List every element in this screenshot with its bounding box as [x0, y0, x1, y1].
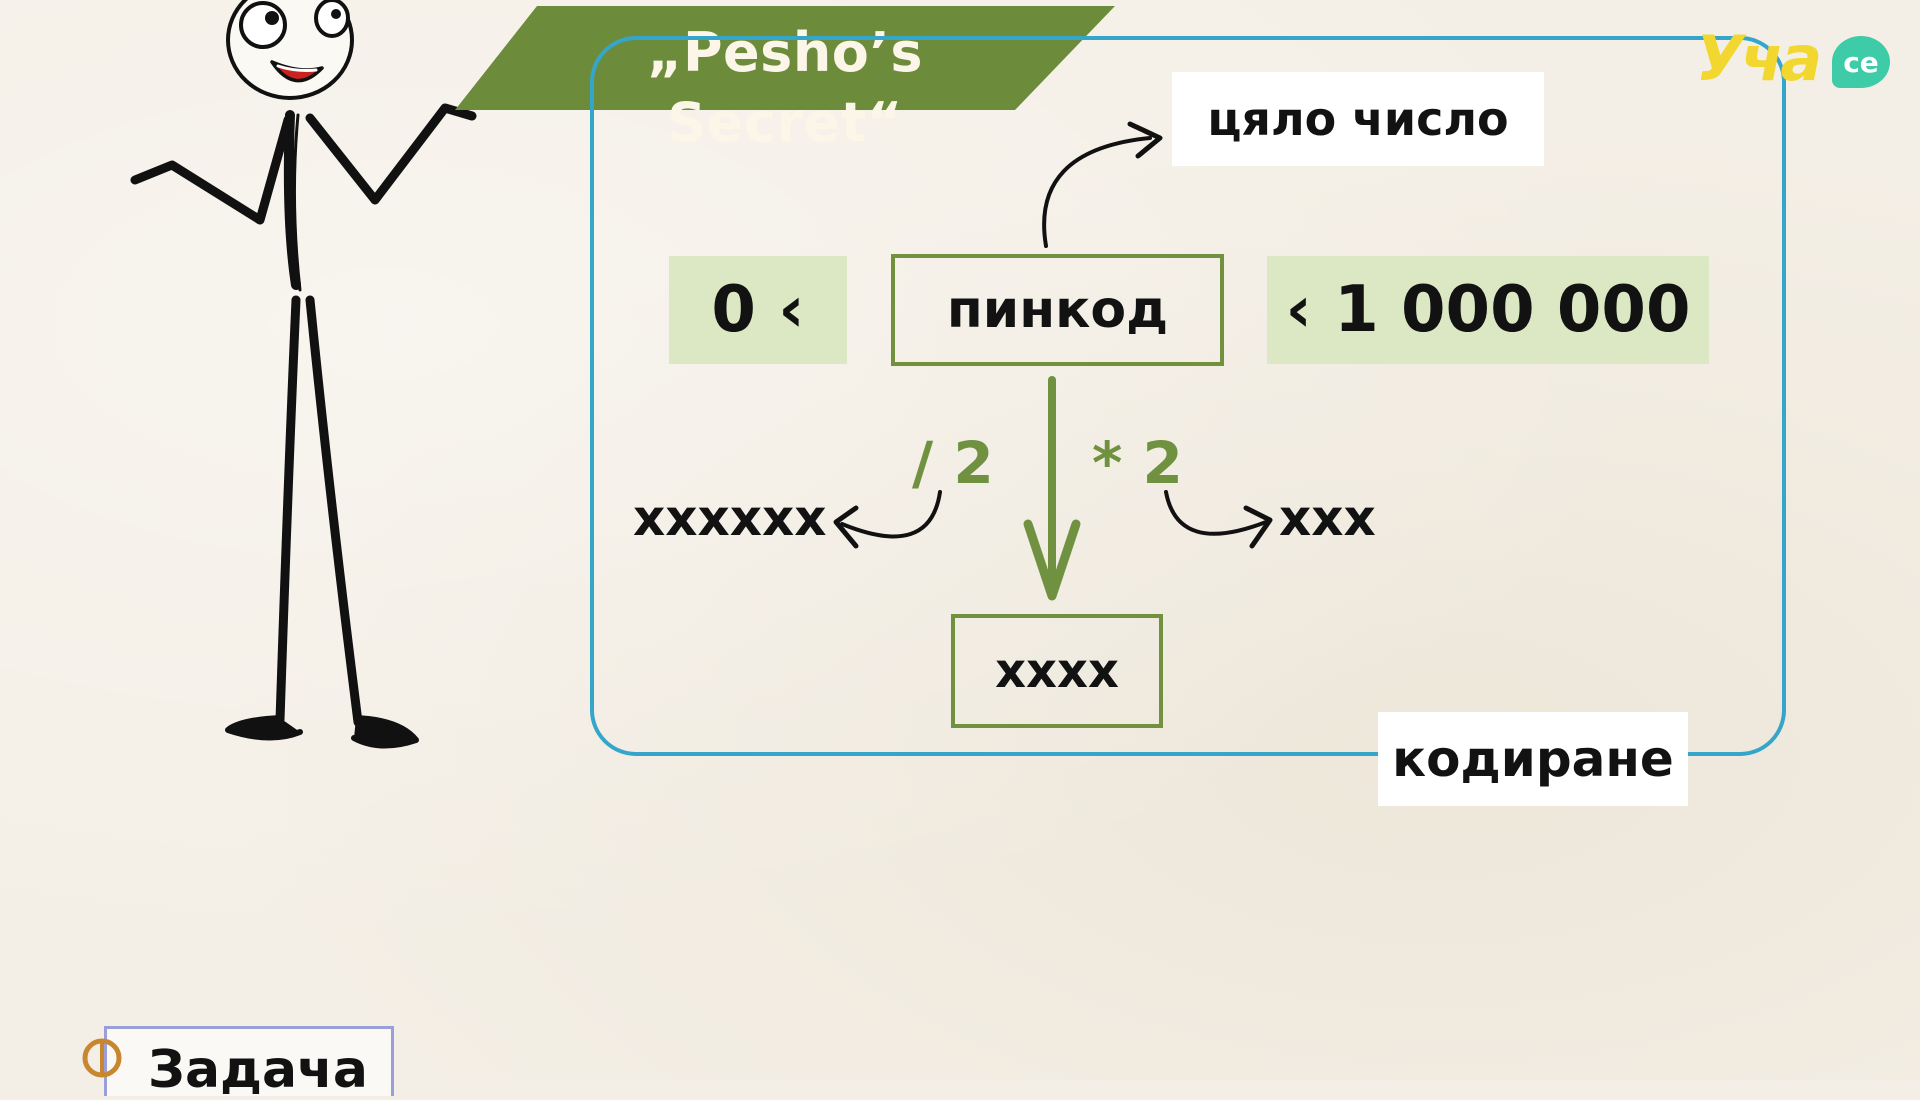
whole-number-label: цяло число [1172, 72, 1544, 166]
divide-operation: / 2 [912, 429, 994, 497]
task-label: Задача [148, 1040, 368, 1100]
banner-title: „Pesho’s Secret“ [646, 21, 924, 154]
multiply-result: xxx [1279, 489, 1376, 547]
logo-badge: се [1832, 36, 1890, 88]
upper-bound: ‹ 1 000 000 [1267, 256, 1709, 364]
diagram-frame [590, 36, 1786, 756]
result-box: xxxx [951, 614, 1163, 728]
task-icon [82, 1038, 122, 1078]
stick-figure [130, 0, 477, 749]
title-banner [455, 6, 1115, 110]
multiply-operation: * 2 [1092, 429, 1183, 497]
encoding-label: кодиране [1378, 712, 1688, 806]
divide-result: xxxxxx [633, 489, 827, 547]
logo-icon: Уча [1696, 22, 1822, 95]
lower-bound: 0 ‹ [669, 256, 847, 364]
pin-code-box: пинкод [891, 254, 1224, 366]
